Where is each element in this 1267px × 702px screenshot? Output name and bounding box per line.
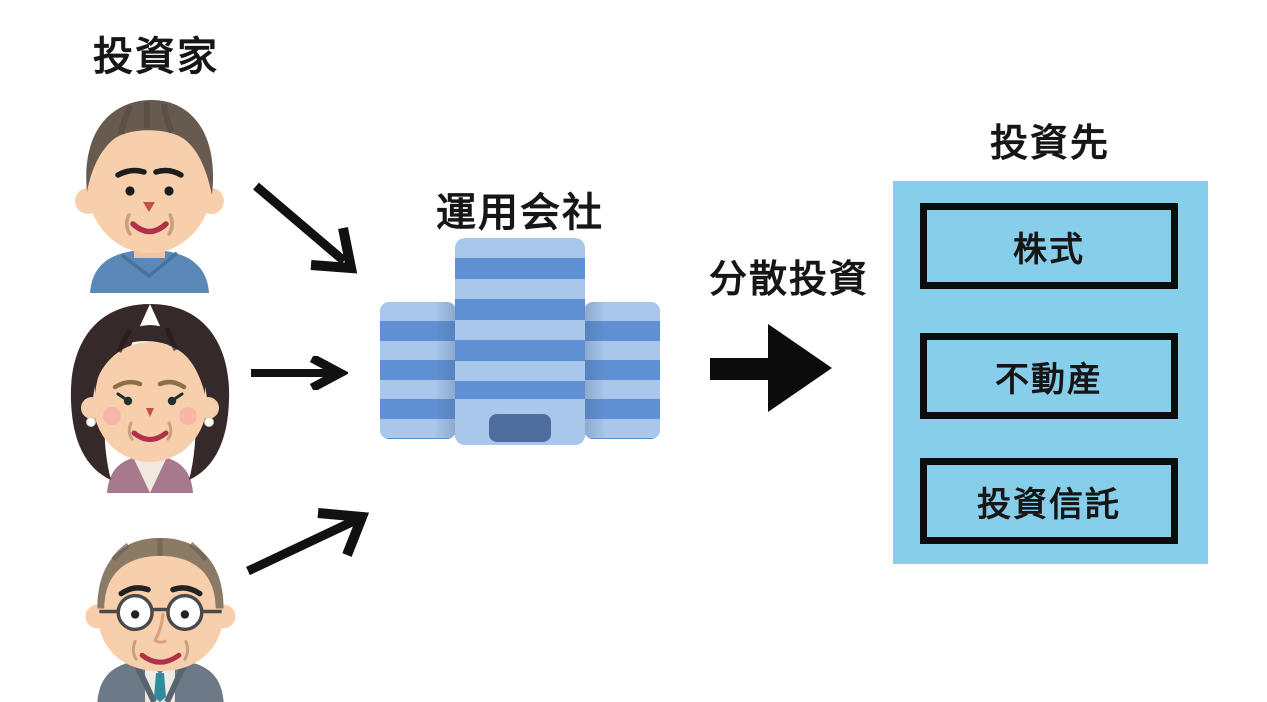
arrow-investor2-to-company-icon [251,356,348,390]
man-smile-line-right [167,213,174,236]
man-face [87,121,212,253]
middle-aged-woman-face-icon [70,304,230,493]
arrow-investor1-to-company-icon [253,182,358,274]
building-door [489,414,551,442]
man-eyebrow-right [153,167,184,178]
company-title: 運用会社 [436,190,604,235]
man-collar [120,251,179,279]
man-nose [143,202,155,212]
woman-earring-left [86,417,96,427]
building-right-wing [584,302,660,439]
man-eye-left [125,186,135,196]
man-eyebrow-left [115,167,147,178]
destination-box-investment-trust: 投資信託 [920,458,1178,544]
flow-title: 分散投資 [708,259,870,301]
woman-eyelashes [116,392,184,400]
woman-nose [146,408,154,417]
eye-left [130,610,140,619]
building-left-wing [380,302,456,439]
destinations-title: 投資先 [989,123,1111,165]
woman-mouth [131,430,169,442]
woman-hair-streaks [116,327,179,353]
woman-eyebrow-right [157,379,187,390]
destination-label: 株式 [1013,231,1085,269]
woman-eyebrow-left [112,379,143,390]
destination-label: 投資信託 [977,486,1121,524]
office-building-icon [380,238,660,448]
investors-title: 投資家 [93,34,219,79]
woman-blush-left [103,407,121,425]
senior-businessman-glasses-face-icon [85,537,236,702]
destination-box-real-estate: 不動産 [920,333,1178,419]
nose [153,612,167,644]
man-mouth [130,221,169,235]
woman-blush-right [179,407,197,425]
building-center-tower [455,238,585,445]
eyebrow-left [118,585,151,597]
tie [154,673,166,702]
mouth [139,652,182,665]
woman-face [93,342,207,462]
destination-label: 不動産 [995,361,1103,399]
destination-box-stocks: 株式 [920,203,1178,289]
man-hair [86,99,214,195]
big-right-arrow-icon [710,324,832,412]
woman-smile-line-left [127,421,134,441]
hair-streaks [111,538,208,562]
woman-blouse [134,455,166,493]
woman-earring-right [204,417,214,427]
middle-aged-man-face-icon [75,99,224,293]
hair-receding [97,537,224,609]
eyebrow-right [170,585,203,597]
arrow-investor3-to-company-icon [246,508,370,576]
man-shirt [90,250,209,293]
face [97,540,224,672]
man-eye-right [164,186,174,196]
eye-right [180,610,190,619]
smile-line-right [183,639,190,661]
smile-line-left [131,639,138,661]
man-smile-line-left [125,213,132,236]
destinations-panel: 株式 不動産 投資信託 [893,181,1208,564]
man-hair-streaks [118,102,175,135]
woman-eye-right [167,396,177,406]
woman-smile-line-right [166,421,173,441]
woman-eye-left [123,396,133,406]
